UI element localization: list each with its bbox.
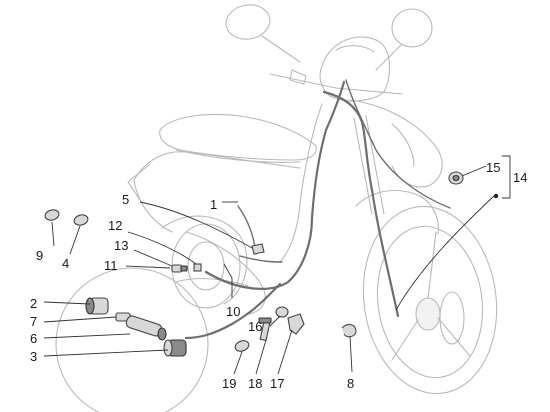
leader-5 [139,201,253,249]
callout-2: 2 [30,296,37,311]
callout-12: 12 [108,218,122,233]
leader-3 [43,349,169,357]
front-tire [362,205,498,395]
part-14-marker [493,193,499,199]
leader-4 [69,225,81,255]
spoke-1 [427,231,437,299]
swingarm [185,231,266,315]
part-18-bolt [258,317,272,342]
leg-area [279,103,323,263]
tail-light [127,163,151,201]
leader-17 [277,329,293,375]
left-grip [289,69,307,85]
part-16-washer [275,306,289,318]
leader-9 [51,221,55,247]
part-11-adjuster [171,264,188,273]
callout-5: 5 [122,192,129,207]
front-hub [415,297,441,331]
leader-7 [43,316,117,323]
callout-3: 3 [30,349,37,364]
right-mirror [391,8,433,48]
front-brake-cable [322,90,400,318]
cables [184,79,451,340]
callout-11: 11 [104,258,118,273]
part-2-sleeve [85,297,109,315]
rear-body-top [133,151,301,181]
leader-11 [125,265,171,269]
handlebar [269,73,403,95]
part-5-clip [251,243,265,255]
part-15-grommet [448,171,464,185]
left-mirror-stem [261,35,301,63]
front-fork-left [353,117,373,215]
spoke-2 [437,317,471,357]
speedo-cable [345,79,451,209]
callout-19: 19 [222,376,236,391]
callout-labels: 1 2 3 4 5 6 7 8 9 10 11 12 13 14 15 16 1… [30,160,527,391]
seat [159,114,317,161]
callout-10: 10 [226,304,240,319]
part-4-ring [73,214,89,226]
shield-crease [391,123,415,167]
scooter-outline [55,4,498,412]
leader-19 [233,351,243,375]
cable-10 [239,255,283,263]
part-17-bracket [287,313,305,335]
brake-disc [439,291,465,345]
leader-14-target [395,195,495,311]
rear-body-side [133,179,173,233]
leader-18 [255,339,267,375]
leader-10 [223,263,233,298]
leader-15 [461,165,487,177]
callout-17: 17 [270,376,284,391]
front-fender [355,190,439,235]
rear-hub [187,241,225,291]
leader-6 [43,333,131,339]
callout-16: 16 [248,319,262,334]
inset-cable [184,282,282,340]
front-fork-right [365,115,385,215]
callout-6: 6 [30,331,37,346]
parts [44,171,499,357]
leader-2 [43,301,91,305]
callout-18: 18 [248,376,262,391]
cowl-detail [335,45,375,53]
part-3-end-cap [163,339,187,357]
rear-fender [161,215,248,305]
callout-14: 14 [513,170,527,185]
part-8-clip [341,323,357,338]
part-19-ring [234,340,250,352]
front-rim [376,225,484,379]
callout-13: 13 [114,238,128,253]
part-9-ring [44,209,60,221]
callout-8: 8 [347,376,354,391]
callout-9: 9 [36,248,43,263]
inset-circle [55,267,209,412]
spoke-3 [391,319,419,361]
leader-lines [43,155,511,375]
leader-16 [269,315,281,327]
bracket-14 [502,155,511,199]
callout-1: 1 [210,197,217,212]
callout-15: 15 [486,160,500,175]
callout-4: 4 [62,256,69,271]
part-6-rod [125,315,167,341]
leader-12 [127,231,197,265]
callout-7: 7 [30,314,37,329]
leader-8 [349,335,353,373]
front-cowl [319,36,391,102]
rear-brake-cable [204,80,346,290]
front-shield [349,99,443,188]
left-mirror [225,4,271,40]
inset-connector [175,278,249,287]
leader-13 [133,249,173,267]
part-13-nut [193,263,202,272]
